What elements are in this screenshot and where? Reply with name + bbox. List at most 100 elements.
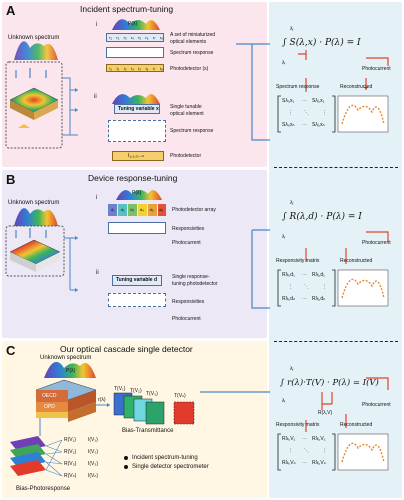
responsivity-matrix-c: Responsivity matrix	[276, 422, 320, 428]
filter-label-2: r₂	[116, 35, 120, 40]
matrix-c-31: Rλᵢ,Vₙ	[282, 460, 296, 466]
i-vn: I(Vₙ)	[88, 473, 99, 479]
panel-a-title: Incident spectrum-tuning	[80, 4, 174, 14]
matrix-c-22: ⋱	[304, 448, 309, 454]
label-optical-element: optical element	[170, 111, 204, 117]
photodetector-strip	[106, 64, 164, 72]
panel-b-unknown-spectrum: Unknown spectrum	[8, 200, 60, 206]
panel-a-roman-ii: ii	[94, 94, 97, 100]
filter-label-4: r₄	[130, 35, 134, 40]
equation-a: ∫ S(λ,x) · P(λ) = I	[282, 38, 361, 48]
detector-label-5: d₅	[149, 207, 154, 212]
panel-a-roman-i: i	[96, 22, 98, 28]
spectrum-response-strip	[106, 47, 164, 58]
tuning-variable-x-box	[114, 104, 160, 114]
responsivity-matrix-b: Responsivity matrix	[276, 258, 320, 264]
photocurrent-bar-a	[112, 151, 164, 161]
eq-a-lambda-j: λⱼ	[290, 26, 294, 32]
panel-b-p-lambda: P(λ)	[132, 190, 142, 196]
detector-label-2: d₂	[120, 207, 125, 212]
r-lambda-label: r(λ)	[98, 397, 106, 403]
matrix-c-21: ⋮	[288, 448, 293, 454]
matrix-b-23: ⋮	[322, 284, 327, 290]
matrix-c-11: Rλᵢ,V₁	[282, 436, 296, 442]
responsivities-strip	[108, 222, 166, 234]
matrix-b-31: Rλᵢ,dₙ	[282, 296, 296, 302]
detector-label-6: d₆	[159, 207, 164, 212]
matrix-a-11: Sλᵢ,x₁	[282, 98, 295, 104]
filter-array	[106, 33, 164, 42]
panel-c-title: Our optical cascade single detector	[60, 344, 193, 354]
panel-a-letter: A	[6, 3, 16, 18]
label-tuning-photodetector: tuning photodetector	[172, 281, 218, 287]
bias-transmittance-label: Bias-Transmittance	[122, 428, 174, 434]
label-photodetectors: Photodetector (s)	[170, 66, 209, 72]
matrix-a-13: Sλⱼ,x₁	[312, 98, 325, 104]
matrix-c-32: ⋯	[302, 460, 307, 466]
label-single-response: Single response-	[172, 274, 210, 280]
photocurrent-a: Photocurrent	[362, 66, 391, 72]
matrix-b-33: Rλⱼ,dₙ	[312, 296, 326, 302]
matrix-a-22: ⋱	[304, 110, 309, 116]
photodetector-label-7: I₇	[152, 66, 156, 71]
photodetector-label-1: I₁	[109, 66, 112, 71]
i-v2: I(V₂)	[88, 449, 98, 455]
r-v1: R(V₁)	[64, 437, 76, 443]
eq-b-lambda-j: λⱼ	[290, 200, 294, 206]
photodetector-array	[108, 204, 166, 216]
matrix-c-33: Rλⱼ,Vₙ	[312, 460, 326, 466]
matrix-a-31: Sλᵢ,xₙ	[282, 122, 295, 128]
t-vn: T(Vₙ)	[174, 393, 186, 399]
matrix-c-23: ⋮	[322, 448, 327, 454]
r-lambda-v: R(λ,V)	[318, 410, 333, 416]
matrix-a-33: Sλⱼ,xₙ	[312, 122, 325, 128]
filter-label-1: r₁	[109, 35, 112, 40]
bullet-incident-spectrum-tuning: Incident spectrum-tuning	[132, 455, 198, 461]
eq-b-lambda-i: λᵢ	[282, 234, 286, 240]
detector-label-1: d₁	[111, 207, 115, 212]
filter-label-5: r₅	[138, 35, 142, 40]
label-photocurrent-b: Photocurrent	[172, 240, 201, 246]
eq-c-lambda-i: λᵢ	[282, 398, 286, 404]
panel-b-roman-ii: ii	[96, 270, 99, 276]
label-miniaturized: A set of miniaturized	[170, 32, 216, 38]
panel-a-p-lambda: P(λ)	[128, 21, 138, 27]
spectrum-response-a: Spectrum response	[276, 84, 320, 90]
spectrum-response-boxes	[108, 120, 166, 142]
label-photodetector-array: Photodetector array	[172, 207, 216, 213]
eq-a-lambda-i: λᵢ	[282, 60, 286, 66]
label-single-tunable: Single tunable	[170, 104, 202, 110]
photodetector-label-3: I₃	[123, 66, 127, 71]
tuning-variable-x: Tuning variable x	[118, 106, 159, 112]
t-v1: T(V₁)	[114, 386, 126, 392]
photocurrent-bar-label: I₁,₂,₃...ₙ	[128, 153, 144, 159]
i-v1: I(V₁)	[88, 437, 98, 443]
photodetector-label-8: I₈	[159, 66, 163, 71]
t-v3: T(V₃)	[146, 391, 158, 397]
matrix-a-12: ⋯	[302, 98, 307, 104]
photodetector-label-4: I₄	[131, 66, 134, 71]
panel-c-unknown-spectrum: Unknown spectrum	[40, 355, 92, 361]
panel-a-unknown-spectrum: Unknown spectrum	[8, 35, 60, 41]
matrix-b-12: ⋯	[302, 272, 307, 278]
panel-c	[2, 341, 267, 498]
label-spectrum-response-a: Spectrum response	[170, 50, 214, 56]
label-spectrum-response-a2: Spectrum response	[170, 128, 214, 134]
tuning-variable-d-box	[112, 275, 162, 286]
bias-photoresponse-label: Bias-Photoresponse	[16, 486, 71, 492]
reconstructed-c: Reconstructed	[340, 422, 373, 428]
bullet-single-detector-spectrometer: Single detector spectrometer	[132, 464, 209, 470]
label-optical-elements: optical elements	[170, 39, 207, 45]
matrix-b-22: ⋱	[304, 284, 309, 290]
tuning-variable-d: Tuning variable d	[116, 277, 158, 283]
oecd-label: OECD	[42, 393, 57, 399]
label-photocurrent-b2: Photocurrent	[172, 316, 201, 322]
equation-panel	[269, 2, 402, 498]
r-v3: R(V₃)	[64, 461, 77, 467]
photocurrent-c: Photocurrent	[362, 402, 391, 408]
reconstructed-b: Reconstructed	[340, 258, 373, 264]
label-responsivities: Responsivities	[172, 226, 205, 232]
equation-b: ∫ R(λ,d) · P(λ) = I	[282, 212, 362, 222]
